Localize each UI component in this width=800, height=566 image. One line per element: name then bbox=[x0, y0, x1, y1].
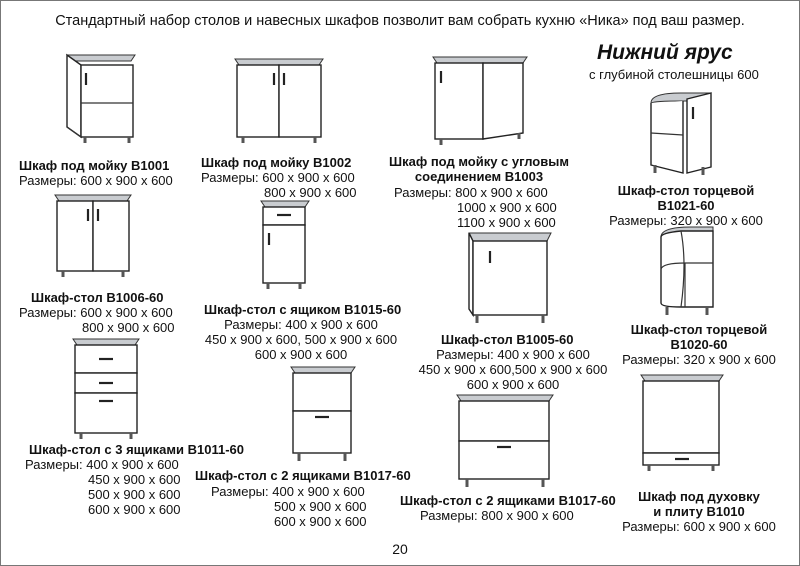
cabinet-b1020-drawing bbox=[651, 223, 721, 319]
cabinet-name: Шкаф-стол торцевой bbox=[617, 183, 755, 198]
cabinet-b1001-label: Шкаф под мойку В1001 Размеры: 600 х 900 … bbox=[19, 158, 173, 188]
cabinet-size: 1100 х 900 х 600 bbox=[457, 215, 556, 230]
cabinet-name: Шкаф под мойку В1001 bbox=[19, 158, 170, 173]
cabinet-b1017-narrow-sizes: Размеры: 400 х 900 х 600 500 х 900 х 600… bbox=[211, 484, 367, 529]
cabinet-b1002-drawing bbox=[233, 57, 325, 143]
cabinet-b1005-sizes: Размеры: 400 х 900 х 600 450 х 900 х 600… bbox=[408, 347, 618, 392]
cabinet-size: Размеры: 400 х 900 х 600 bbox=[211, 484, 365, 499]
cabinet-b1001-drawing bbox=[59, 51, 141, 143]
cabinet-b1011-drawing bbox=[71, 337, 143, 441]
cabinet-size: 600 х 900 х 600 bbox=[274, 514, 367, 529]
cabinet-size: 600 х 900 х 600 bbox=[88, 502, 181, 517]
cabinet-b1017-wide-sizes: Размеры: 800 х 900 х 600 bbox=[420, 508, 574, 523]
cabinet-size: Размеры: 320 х 900 х 600 bbox=[609, 213, 763, 228]
cabinet-b1011-label: Шкаф-стол с 3 ящиками В1011-60 bbox=[29, 442, 244, 457]
cabinet-size: Размеры: 320 х 900 х 600 bbox=[622, 352, 776, 367]
cabinet-size: 1000 х 900 х 600 bbox=[457, 200, 557, 215]
cabinet-name: Шкаф-стол с 3 ящиками В1011-60 bbox=[29, 442, 244, 457]
cabinet-b1005-drawing bbox=[463, 231, 555, 327]
cabinet-b1017-narrow-drawing bbox=[289, 365, 359, 463]
cabinet-name: В1021-60 bbox=[657, 198, 715, 213]
cabinet-size: 600 х 900 х 600 bbox=[466, 377, 560, 392]
cabinet-size: Размеры: 400 х 900 х 600 bbox=[224, 317, 378, 332]
cabinet-size: 450 х 900 х 600, 500 х 900 х 600 bbox=[204, 332, 398, 347]
tier-subtitle: с глубиной столешницы 600 bbox=[589, 67, 759, 82]
cabinet-size: 800 х 900 х 600 bbox=[82, 320, 175, 335]
cabinet-b1002-label: Шкаф под мойку В1002 Размеры: 600 х 900 … bbox=[201, 155, 357, 200]
cabinet-size: Размеры: 600 х 900 х 600 bbox=[622, 519, 776, 534]
cabinet-b1005-label: Шкаф-стол В1005-60 bbox=[441, 332, 574, 347]
cabinet-name: Шкаф-стол В1006-60 bbox=[31, 290, 164, 305]
cabinet-b1015-label: Шкаф-стол с ящиком В1015-60 bbox=[204, 302, 401, 317]
cabinet-b1006-drawing bbox=[53, 193, 135, 279]
cabinet-name: Шкаф-стол с 2 ящиками В1017-60 bbox=[400, 493, 616, 508]
cabinet-b1010-label: Шкаф под духовку и плиту В1010 Размеры: … bbox=[609, 489, 789, 534]
cabinet-b1003-label: Шкаф под мойку с угловым соединением В10… bbox=[384, 154, 574, 184]
cabinet-name: Шкаф под мойку В1002 bbox=[201, 155, 352, 170]
cabinet-b1011-sizes: Размеры: 400 х 900 х 600 450 х 900 х 600… bbox=[25, 457, 181, 517]
cabinet-name: и плиту В1010 bbox=[653, 504, 745, 519]
tier-title: Нижний ярус bbox=[597, 41, 733, 64]
cabinet-size: Размеры: 800 х 900 х 600 bbox=[420, 508, 574, 523]
cabinet-size: 450 х 900 х 600 bbox=[88, 472, 181, 487]
cabinet-b1015-sizes: Размеры: 400 х 900 х 600 450 х 900 х 600… bbox=[196, 317, 406, 362]
cabinet-b1003-sizes: Размеры: 800 х 900 х 600 1000 х 900 х 60… bbox=[394, 185, 557, 230]
cabinet-name: Шкаф под мойку с угловым bbox=[389, 154, 569, 169]
cabinet-b1017-wide-label: Шкаф-стол с 2 ящиками В1017-60 bbox=[400, 493, 616, 508]
cabinet-name: соединением В1003 bbox=[414, 169, 544, 184]
cabinet-name: В1020-60 bbox=[670, 337, 728, 352]
page-number: 20 bbox=[392, 541, 408, 557]
cabinet-b1021-drawing bbox=[641, 89, 721, 181]
cabinet-name: Шкаф-стол торцевой bbox=[630, 322, 768, 337]
cabinet-size: 450 х 900 х 600,500 х 900 х 600 bbox=[418, 362, 608, 377]
cabinet-b1017-narrow-label: Шкаф-стол с 2 ящиками В1017-60 bbox=[195, 468, 411, 483]
cabinet-size: Размеры: 600 х 900 х 600 bbox=[19, 173, 173, 188]
cabinet-size: Размеры: 600 х 900 х 600 bbox=[19, 305, 173, 320]
cabinet-size: 500 х 900 х 600 bbox=[88, 487, 181, 502]
cabinet-size: 600 х 900 х 600 bbox=[254, 347, 348, 362]
cabinet-size: Размеры: 400 х 900 х 600 bbox=[25, 457, 179, 472]
cabinet-b1015-drawing bbox=[259, 199, 311, 291]
cabinet-name: Шкаф-стол с ящиком В1015-60 bbox=[204, 302, 402, 317]
cabinet-name: Шкаф-стол с 2 ящиками В1017-60 bbox=[195, 468, 411, 483]
cabinet-b1010-drawing bbox=[639, 373, 725, 473]
cabinet-b1003-drawing bbox=[429, 55, 531, 147]
cabinet-b1021-label: Шкаф-стол торцевой В1021-60 Размеры: 320… bbox=[601, 183, 771, 228]
cabinet-b1006-label: Шкаф-стол В1006-60 Размеры: 600 х 900 х … bbox=[19, 290, 175, 335]
cabinet-size: 500 х 900 х 600 bbox=[274, 499, 367, 514]
cabinet-size: Размеры: 600 х 900 х 600 bbox=[201, 170, 355, 185]
cabinet-b1017-wide-drawing bbox=[455, 393, 555, 491]
cabinet-name: Шкаф под духовку bbox=[638, 489, 760, 504]
cabinet-size: Размеры: 400 х 900 х 600 bbox=[436, 347, 590, 362]
cabinet-size: Размеры: 800 х 900 х 600 bbox=[394, 185, 548, 200]
cabinet-name: Шкаф-стол В1005-60 bbox=[441, 332, 574, 347]
intro-text: Стандартный набор столов и навесных шкаф… bbox=[55, 13, 745, 29]
cabinet-b1020-label: Шкаф-стол торцевой В1020-60 Размеры: 320… bbox=[609, 322, 789, 367]
cabinet-size: 800 х 900 х 600 bbox=[264, 185, 357, 200]
